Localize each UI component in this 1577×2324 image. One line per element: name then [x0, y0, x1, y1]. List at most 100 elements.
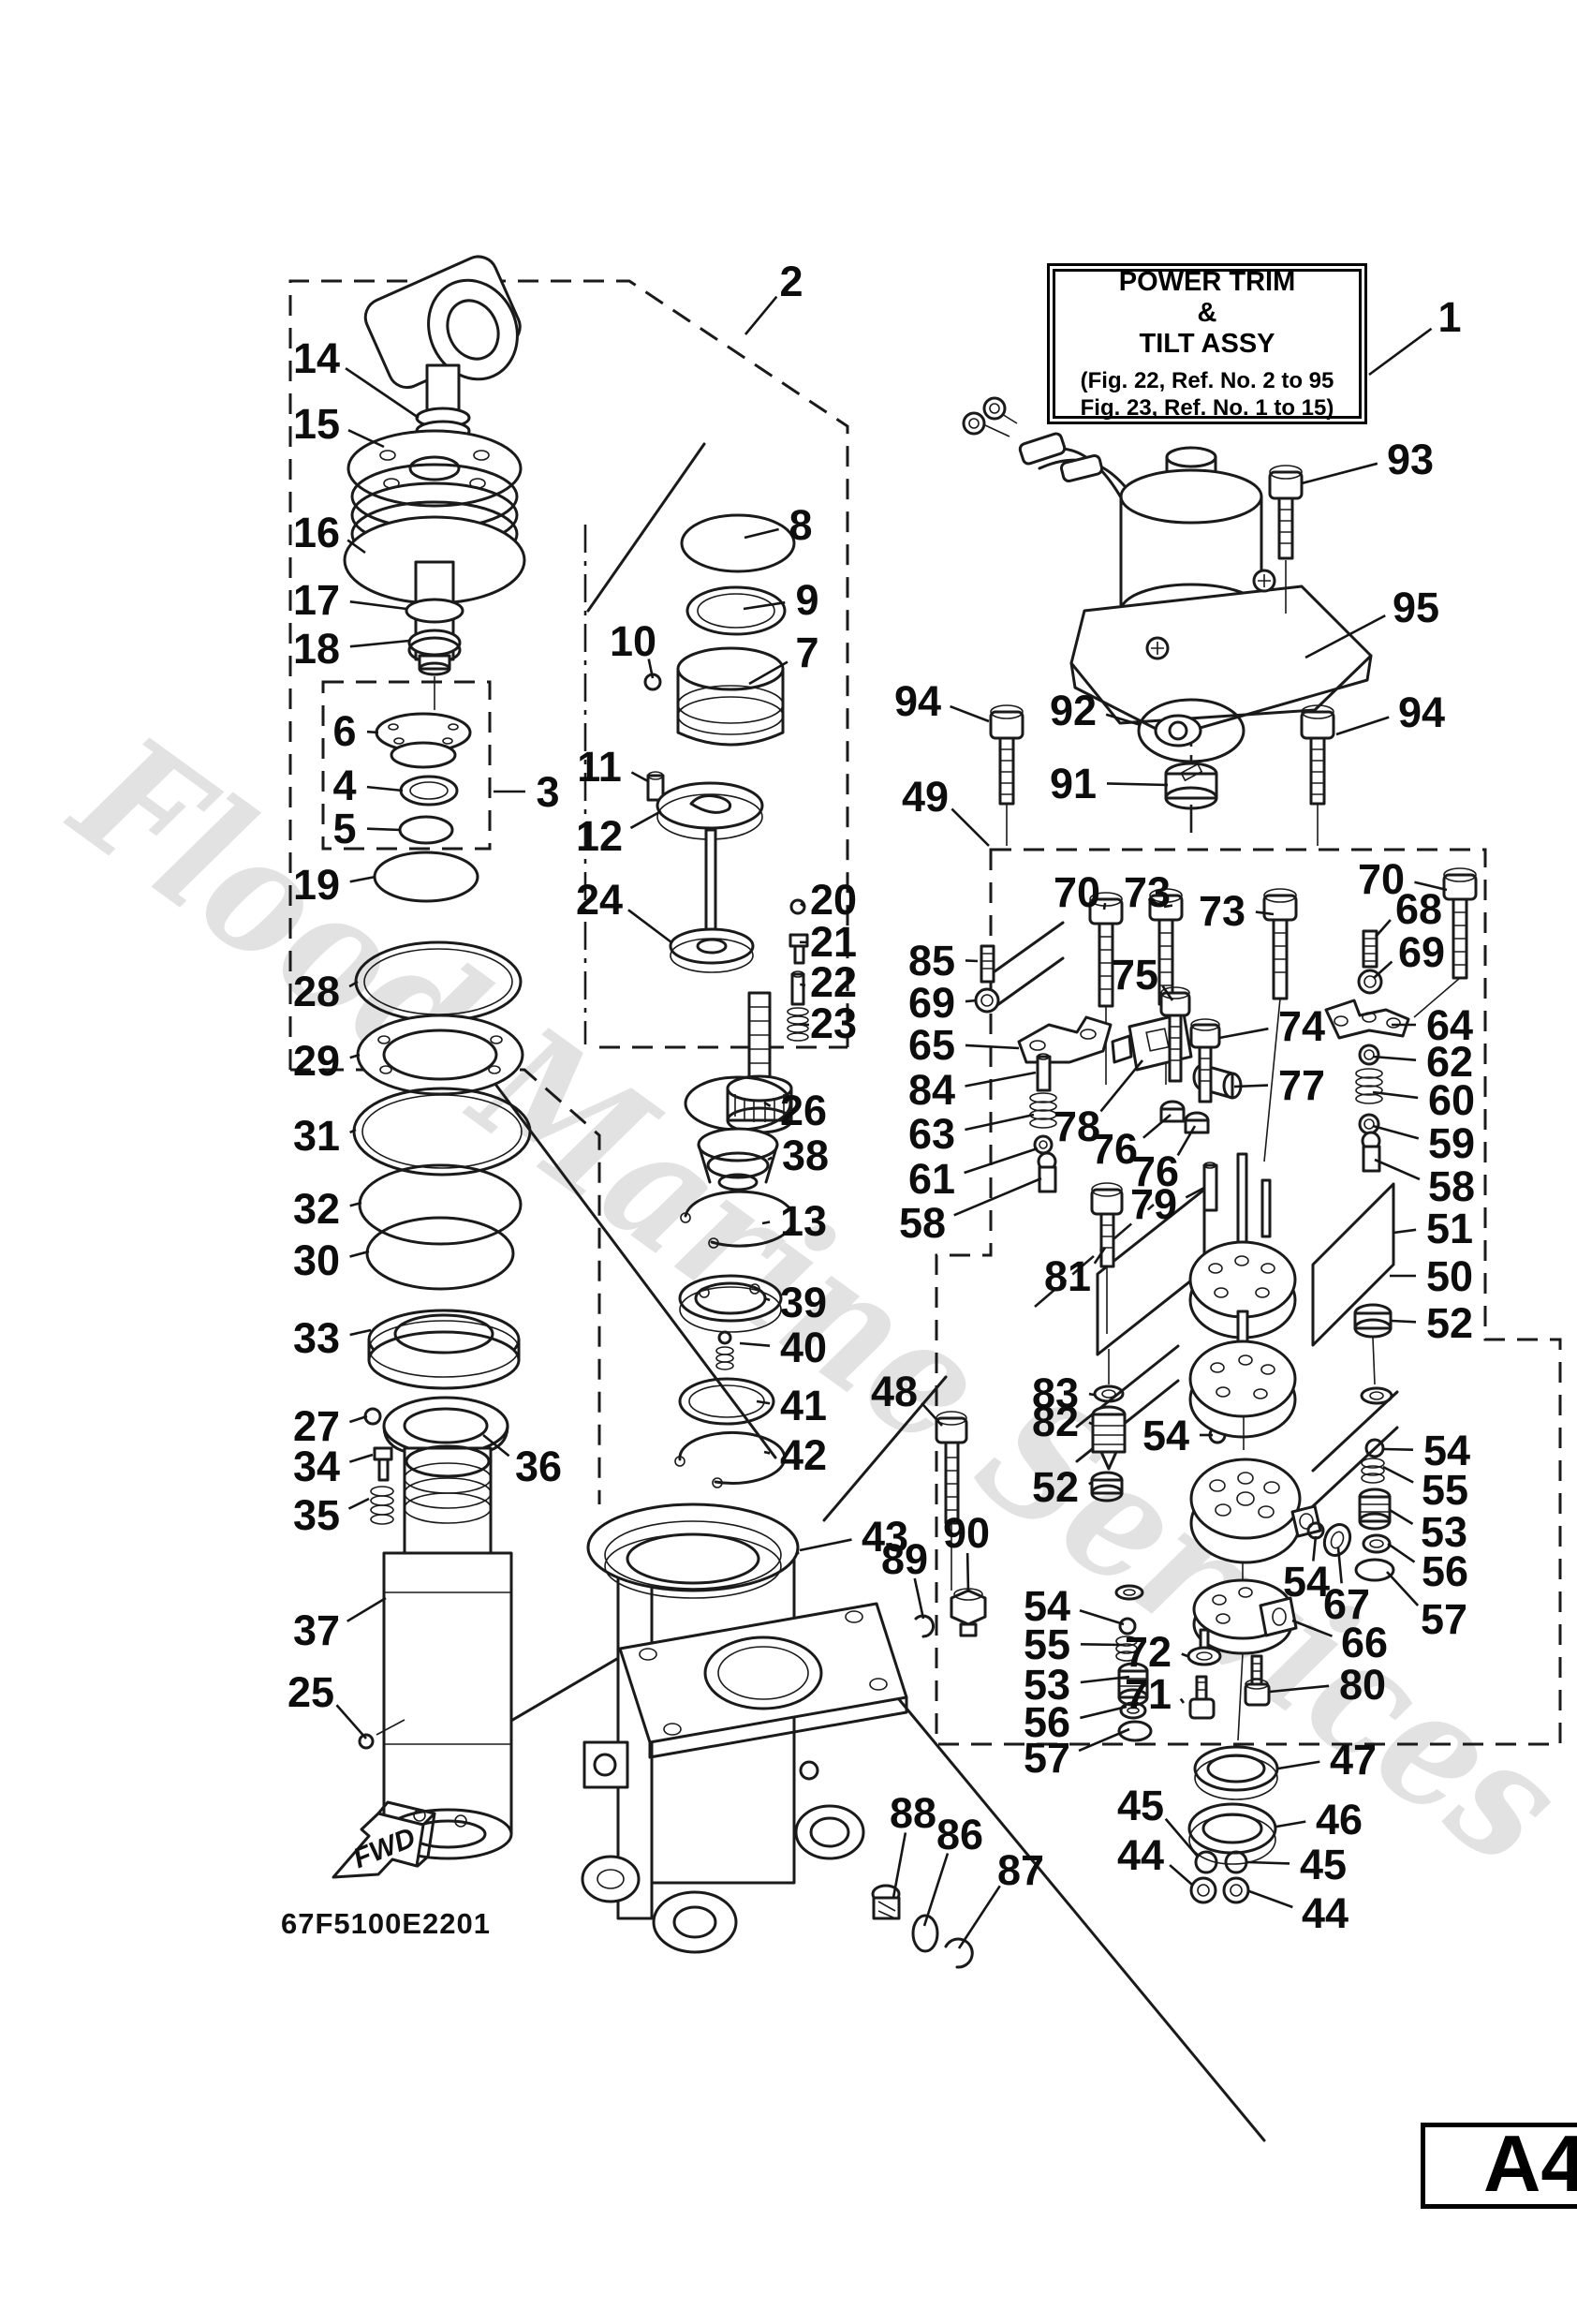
leader-line-53	[1389, 1508, 1414, 1526]
leader-line-29	[349, 1053, 361, 1059]
callout-80: 80	[1339, 1661, 1386, 1709]
leader-line-78	[1099, 1059, 1144, 1113]
callout-61: 61	[908, 1155, 955, 1203]
callout-31: 31	[293, 1112, 340, 1160]
leader-line-73	[1163, 904, 1173, 909]
callout-69: 69	[908, 979, 955, 1027]
callout-43: 43	[862, 1513, 908, 1561]
callout-76: 76	[1091, 1125, 1138, 1173]
callout-52: 52	[1032, 1463, 1079, 1511]
leader-line-12	[629, 809, 662, 830]
callout-59: 59	[1428, 1119, 1475, 1167]
leader-line-28	[348, 980, 359, 988]
leader-line-68	[1375, 919, 1392, 938]
callout-15: 15	[293, 400, 340, 448]
callout-67: 67	[1323, 1580, 1370, 1628]
callout-21: 21	[810, 918, 857, 966]
part-tilt-ram-assembly	[343, 255, 532, 1860]
callout-5: 5	[332, 805, 356, 852]
title-fig-line-1: (Fig. 22, Ref. No. 2 to 95	[1080, 367, 1334, 393]
leader-line-2	[744, 295, 778, 335]
callout-48: 48	[871, 1368, 918, 1415]
leader-line-59	[1372, 1124, 1420, 1140]
callout-17: 17	[293, 576, 340, 624]
callout-62: 62	[1426, 1038, 1473, 1086]
callout-68: 68	[1395, 885, 1442, 933]
callout-23: 23	[810, 999, 857, 1047]
leader-line-58	[1374, 1158, 1421, 1181]
leader-line-88	[892, 1832, 907, 1899]
callout-16: 16	[293, 509, 340, 556]
leader-line-81	[1093, 1247, 1107, 1265]
callout-58: 58	[899, 1199, 946, 1247]
leader-line-63	[965, 1113, 1035, 1132]
leader-line-51	[1393, 1228, 1417, 1235]
part-piston-and-valve-column	[643, 513, 809, 1488]
callout-90: 90	[943, 1509, 990, 1557]
leader-line-26	[763, 1101, 772, 1108]
leader-line-52	[1088, 1480, 1094, 1486]
leader-line-36	[482, 1433, 510, 1458]
callout-20: 20	[810, 876, 857, 924]
leader-line-19	[349, 875, 376, 883]
callout-71: 71	[1125, 1670, 1172, 1718]
callout-42: 42	[780, 1431, 827, 1479]
callout-44: 44	[1117, 1831, 1164, 1879]
callout-10: 10	[610, 617, 656, 665]
leader-line-79	[1185, 1186, 1205, 1199]
callout-86: 86	[936, 1811, 983, 1858]
leader-line-71	[1179, 1697, 1186, 1704]
callout-12: 12	[576, 812, 623, 860]
callout-50: 50	[1426, 1252, 1473, 1300]
callout-54: 54	[1142, 1412, 1189, 1459]
leader-line-40	[739, 1341, 771, 1348]
leader-line-5	[366, 827, 402, 832]
leader-line-1	[1368, 327, 1433, 377]
leader-line-35	[347, 1497, 370, 1510]
leader-line-74	[1218, 1027, 1269, 1040]
title-line-3: TILT ASSY	[1139, 328, 1275, 359]
leader-line-44	[1169, 1864, 1193, 1886]
callout-45: 45	[1300, 1841, 1347, 1888]
leader-line-57	[1386, 1571, 1420, 1606]
title-line-2: &	[1197, 297, 1217, 328]
callout-89: 89	[881, 1535, 928, 1583]
callout-33: 33	[293, 1314, 340, 1362]
leader-line-43	[799, 1538, 852, 1552]
leader-line-49	[951, 807, 990, 847]
leader-line-91	[1106, 782, 1169, 787]
callout-44: 44	[1302, 1889, 1349, 1937]
callout-54: 54	[1283, 1558, 1330, 1606]
callout-69: 69	[1398, 928, 1445, 976]
callout-58: 58	[1428, 1162, 1475, 1210]
leader-line-4	[366, 785, 404, 792]
part-trim-motor	[962, 396, 1373, 846]
callout-82: 82	[1032, 1398, 1079, 1445]
leader-line-72	[1181, 1652, 1188, 1658]
callout-56: 56	[1422, 1547, 1468, 1595]
leader-line-70	[1102, 902, 1107, 910]
callout-76: 76	[1132, 1147, 1179, 1195]
leader-line-90	[965, 1552, 970, 1593]
bolt-70-right	[1413, 867, 1478, 1018]
callout-88: 88	[890, 1789, 936, 1837]
callout-95: 95	[1393, 584, 1439, 631]
callout-45: 45	[1117, 1782, 1164, 1829]
leader-line-62	[1372, 1055, 1417, 1061]
callout-73: 73	[1124, 868, 1171, 916]
leader-line-20	[800, 902, 804, 908]
callout-25: 25	[287, 1668, 334, 1716]
leader-line-54	[1383, 1447, 1414, 1451]
callout-78: 78	[1054, 1103, 1100, 1150]
leader-line-33	[349, 1328, 372, 1337]
leader-line-60	[1372, 1090, 1419, 1100]
callout-85: 85	[908, 937, 955, 984]
callout-93: 93	[1387, 436, 1434, 483]
leader-line-70	[1414, 881, 1448, 892]
leader-line-76	[1142, 1114, 1172, 1139]
leader-line-56	[1080, 1705, 1127, 1720]
callout-24: 24	[576, 876, 623, 924]
leader-line-41	[756, 1399, 771, 1405]
